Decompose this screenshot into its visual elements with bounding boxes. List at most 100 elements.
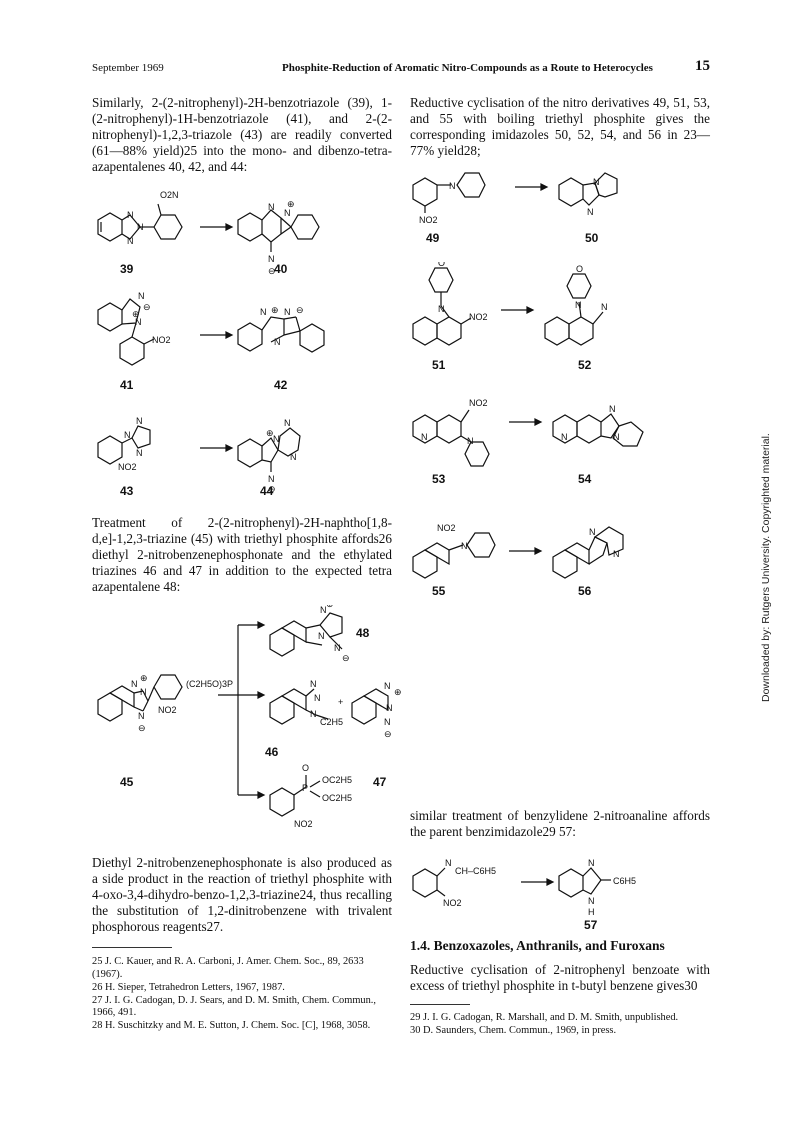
svg-text:N: N	[273, 434, 280, 444]
svg-text:OC2H5: OC2H5	[322, 793, 352, 803]
footnotes-right: 29 J. I. G. Cadogan, R. Marshall, and D.…	[410, 1012, 710, 1038]
svg-text:N: N	[588, 896, 595, 906]
svg-text:⊖: ⊖	[143, 302, 151, 312]
footnote-25: 25 J. C. Kauer, and R. A. Carboni, J. Am…	[92, 956, 364, 980]
compound-40-label: 40	[274, 262, 288, 276]
compound-42-label: 42	[274, 378, 288, 392]
svg-text:⊕: ⊕	[287, 199, 295, 209]
scheme-49-to-50: N NO2 N N	[412, 172, 618, 225]
svg-text:O: O	[302, 763, 309, 773]
svg-text:⊖: ⊖	[268, 484, 276, 493]
compound-49-label: 49	[426, 231, 440, 245]
scheme-43-to-44: N N N NO2 N ⊕ N N N ⊖	[97, 416, 301, 493]
svg-text:N: N	[138, 711, 145, 721]
svg-text:N: N	[334, 643, 341, 653]
scheme-41-to-42: N ⊖ N ⊕ NO2 N ⊕ N ⊖ N	[97, 291, 325, 366]
right-similar-paragraph: similar treatment of benzylidene 2-nitro…	[410, 808, 710, 839]
svg-text:N: N	[284, 307, 291, 317]
svg-text:⊕: ⊕	[140, 673, 148, 683]
download-watermark: Downloaded by: Rutgers University. Copyr…	[760, 433, 772, 702]
svg-text:OC2H5: OC2H5	[322, 775, 352, 785]
svg-text:N: N	[124, 430, 131, 440]
svg-text:N: N	[136, 448, 143, 458]
svg-text:P: P	[302, 783, 308, 793]
svg-text:⊖: ⊖	[342, 653, 350, 663]
svg-text:N: N	[561, 432, 568, 442]
left-diethyl-paragraph: Diethyl 2-nitrobenzenephosphonate is als…	[92, 855, 392, 934]
svg-text:N: N	[438, 304, 445, 314]
svg-text:⊖: ⊖	[268, 266, 276, 276]
svg-text:C2H5: C2H5	[320, 717, 343, 727]
compound-44-label: 44	[260, 484, 274, 498]
svg-text:N: N	[320, 605, 327, 615]
compound-53-label: 53	[432, 472, 446, 486]
compound-56-label: 56	[578, 584, 592, 598]
svg-text:+: +	[338, 697, 343, 707]
svg-text:N: N	[589, 527, 596, 537]
svg-text:⊕: ⊕	[271, 305, 279, 315]
compound-51-label: 51	[432, 358, 446, 372]
svg-text:CH–C6H5: CH–C6H5	[455, 866, 496, 876]
footnote-28: 28 H. Suschitzky and M. E. Sutton, J. Ch…	[92, 1020, 371, 1031]
compound-54-label: 54	[578, 472, 592, 486]
svg-text:N: N	[587, 207, 594, 217]
svg-text:N: N	[588, 858, 595, 868]
svg-text:N: N	[310, 679, 317, 689]
right-intro-paragraph: Reductive cyclisation of the nitro deriv…	[410, 95, 710, 158]
footnotes-left: 25 J. C. Kauer, and R. A. Carboni, J. Am…	[92, 956, 392, 1033]
svg-text:N: N	[268, 254, 275, 264]
svg-text:NO2: NO2	[443, 898, 462, 908]
svg-text:NO2: NO2	[469, 312, 488, 322]
left-intro-paragraph: Similarly, 2-(2-nitrophenyl)-2H-benzotri…	[92, 95, 392, 174]
svg-text:O: O	[576, 264, 583, 274]
svg-text:N: N	[260, 307, 267, 317]
compound-45-label: 45	[120, 775, 134, 789]
svg-text:N: N	[445, 858, 452, 868]
svg-text:N: N	[609, 404, 616, 414]
svg-text:N: N	[274, 337, 281, 347]
svg-text:NO2: NO2	[294, 819, 313, 829]
compound-41-label: 41	[120, 378, 134, 392]
scheme-39-to-40: O2N N N N N N ⊕ N ⊖	[97, 190, 320, 276]
svg-text:N: N	[318, 631, 325, 641]
svg-text:N: N	[461, 541, 468, 551]
svg-text:N: N	[421, 432, 428, 442]
svg-text:N: N	[138, 291, 145, 301]
footnote-26: 26 H. Sieper, Tetrahedron Letters, 1967,…	[92, 981, 285, 993]
compound-52-label: 52	[578, 358, 592, 372]
svg-text:NO2: NO2	[152, 335, 171, 345]
svg-text:N: N	[140, 687, 147, 697]
svg-text:⊕: ⊕	[326, 605, 334, 609]
svg-text:NO2: NO2	[469, 398, 488, 408]
footnote-rule-right	[410, 1004, 470, 1005]
page-number: 15	[695, 58, 710, 74]
footnote-27: 27 J. I. G. Cadogan, D. J. Sears, and D.…	[92, 994, 377, 1019]
compound-55-label: 55	[432, 584, 446, 598]
svg-text:N: N	[613, 549, 620, 559]
scheme-55-to-56: NO2 N N N	[412, 523, 624, 579]
svg-text:N: N	[137, 222, 144, 232]
running-header: September 1969 Phosphite-Reduction of Ar…	[92, 58, 710, 82]
svg-text:⊕: ⊕	[266, 428, 274, 438]
right-reductive-paragraph: Reductive cyclisation of 2-nitrophenyl b…	[410, 962, 710, 993]
compound-50-label: 50	[585, 231, 599, 245]
svg-text:N: N	[268, 474, 275, 484]
svg-text:N: N	[384, 681, 391, 691]
svg-text:N: N	[284, 418, 291, 428]
atom-o2n: O2N	[160, 190, 179, 200]
svg-text:C6H5: C6H5	[613, 876, 636, 886]
svg-text:N: N	[127, 236, 134, 246]
svg-text:O: O	[438, 262, 445, 268]
compound-57-label: 57	[584, 918, 598, 932]
footnote-rule-left	[92, 947, 172, 948]
svg-text:N: N	[575, 300, 582, 310]
svg-text:⊖: ⊖	[384, 729, 392, 739]
svg-text:N: N	[449, 181, 456, 191]
svg-text:N: N	[613, 432, 620, 442]
svg-text:NO2: NO2	[118, 462, 137, 472]
scheme-53-to-54: NO2 N N N N N	[412, 398, 644, 467]
svg-text:⊖: ⊖	[138, 723, 146, 733]
svg-text:N: N	[593, 177, 600, 187]
svg-text:N: N	[284, 208, 291, 218]
svg-text:N: N	[290, 452, 297, 462]
